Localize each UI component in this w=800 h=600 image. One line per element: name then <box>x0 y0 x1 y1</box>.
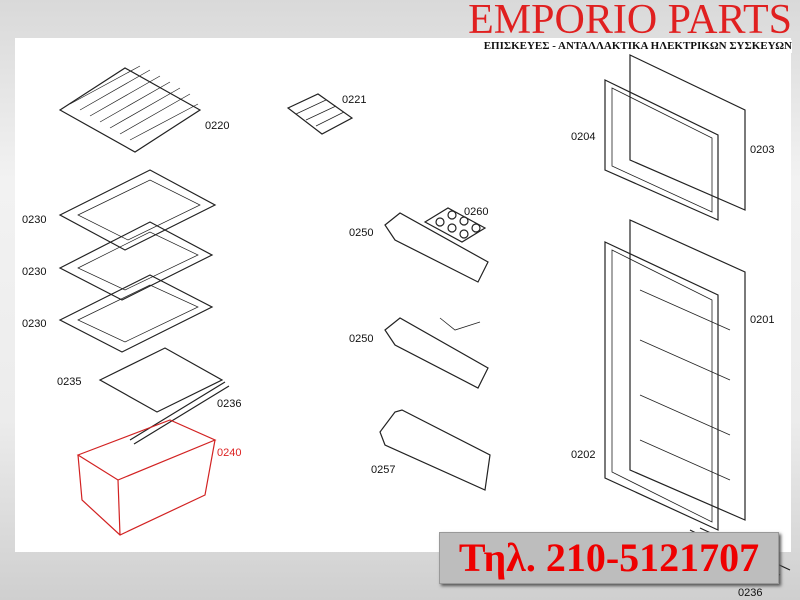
label-0250: 0250 <box>349 227 374 239</box>
diagram-area: 0220 0221 0230 0230 0230 0235 0236 0240 … <box>15 38 791 576</box>
part-0230-shelf-3[interactable] <box>58 274 214 353</box>
part-0203-freezer-door[interactable] <box>629 54 746 211</box>
part-0250-door-shelf-1[interactable] <box>384 212 489 283</box>
label-0202: 0202 <box>571 449 596 461</box>
part-0201-fridge-door[interactable] <box>629 219 746 521</box>
part-0221-ice-tray[interactable] <box>286 93 354 135</box>
label-0204: 0204 <box>571 131 596 143</box>
label-0201: 0201 <box>750 314 775 326</box>
label-0260: 0260 <box>464 206 489 218</box>
part-0220-wire-shelf[interactable] <box>58 65 202 153</box>
phone-banner: Τηλ. 210-5121707 <box>439 532 779 584</box>
brand-subtitle: ΕΠΙΣΚΕΥΕΣ - ΑΝΤΑΛΛΑΚΤΙΚΑ ΗΛΕΚΤΡΙΚΩΝ ΣΥΣΚ… <box>468 40 792 53</box>
label-0220: 0220 <box>205 120 230 132</box>
part-0204-freezer-gasket[interactable] <box>604 79 719 221</box>
label-0235: 0235 <box>57 376 82 388</box>
part-0235-glass-plate[interactable] <box>98 347 224 413</box>
label-0230: 0230 <box>22 266 47 278</box>
label-0236: 0236 <box>217 398 242 410</box>
label-0230: 0230 <box>22 214 47 226</box>
part-0230-shelf-1[interactable] <box>58 169 217 251</box>
label-0240: 0240 <box>217 447 242 459</box>
label-0250: 0250 <box>349 333 374 345</box>
label-0257: 0257 <box>371 464 396 476</box>
part-0236-trim-strip[interactable] <box>129 381 230 445</box>
label-0236: 0236 <box>738 587 763 599</box>
part-0240-crisper-drawer[interactable] <box>76 419 217 536</box>
part-0260-egg-tray[interactable] <box>423 207 487 243</box>
brand-logo: EMPORIO PARTS ΕΠΙΣΚΕΥΕΣ - ΑΝΤΑΛΛΑΚΤΙΚΑ Η… <box>468 0 792 53</box>
brand-title: EMPORIO PARTS <box>468 0 792 43</box>
part-0250-door-shelf-2[interactable] <box>384 317 489 389</box>
part-0257-bottle-shelf[interactable] <box>379 409 491 491</box>
label-0203: 0203 <box>750 144 775 156</box>
label-0230: 0230 <box>22 318 47 330</box>
part-0230-shelf-2[interactable] <box>58 221 214 301</box>
part-0202-fridge-gasket[interactable] <box>604 241 719 531</box>
label-0221: 0221 <box>342 94 367 106</box>
exploded-parts-drawing <box>58 54 791 576</box>
